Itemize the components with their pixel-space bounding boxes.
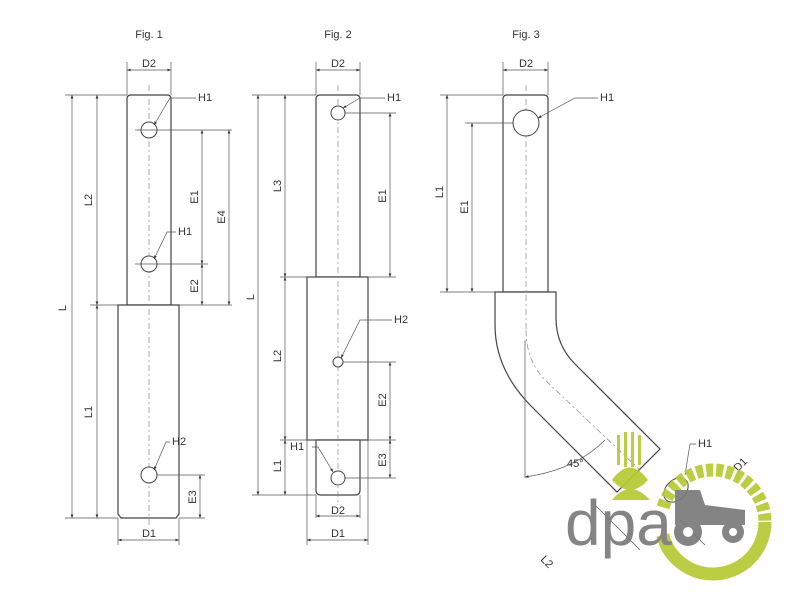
figure-2: Fig. 2 D2 L L3 L2 L1 E1 E2 E3 D2 D1: [245, 29, 408, 545]
dim-label-e2: E2: [189, 279, 201, 292]
dim-label-e3: E3: [377, 453, 389, 466]
dim-label-l1: L1: [434, 186, 446, 198]
figure-title: Fig. 1: [135, 29, 163, 41]
hole-h2: [332, 356, 344, 368]
wheat-icon: [612, 432, 650, 500]
hole-h1: [512, 109, 540, 137]
dim-label-d2: D2: [331, 58, 345, 70]
dim-label-d2: D2: [519, 58, 533, 70]
leader-label-h1: H1: [178, 226, 192, 238]
leader-label-h1: H1: [698, 438, 712, 450]
dim-label-e4: E4: [216, 210, 228, 223]
figure-1: Fig. 1 D2 L L2 L1 E1 E4 E2 E3 D1 H1 H1: [57, 29, 232, 545]
pin-upper-shaft: [502, 94, 549, 293]
dpa-logo: dpa: [565, 432, 772, 581]
leader-label-h1: H1: [198, 92, 212, 104]
leader-label-h2: H2: [172, 436, 186, 448]
leader-label-h1: H1: [290, 441, 304, 453]
dim-label-e3: E3: [187, 490, 199, 503]
pin-lower-shaft: [117, 304, 180, 519]
dim-label-d2: D2: [331, 505, 345, 517]
dim-label-l: L: [245, 294, 257, 300]
figure-title: Fig. 3: [512, 29, 540, 41]
hole-h1: [330, 105, 346, 121]
dim-label-e2: E2: [377, 393, 389, 406]
dim-label-e1: E1: [189, 190, 201, 203]
gear-ring-icon: [654, 463, 772, 581]
dim-label-l2: L2: [272, 350, 284, 362]
angle-label: 45°: [567, 458, 584, 470]
dim-label-l1: L1: [83, 406, 95, 418]
dim-label-d2: D2: [142, 58, 156, 70]
leader-label-h1: H1: [387, 92, 401, 104]
dim-label-l2: L2: [538, 554, 555, 571]
dim-label-l1: L1: [272, 460, 284, 472]
dim-label-l2: L2: [83, 194, 95, 206]
dim-label-d1: D1: [331, 528, 345, 540]
leader-label-h2: H2: [394, 314, 408, 326]
figure-title: Fig. 2: [324, 29, 352, 41]
dim-label-l3: L3: [272, 180, 284, 192]
dim-label-e1: E1: [459, 200, 471, 213]
leader-label-h1: H1: [600, 92, 614, 104]
tractor-icon: [674, 490, 745, 546]
dim-label-l: L: [57, 305, 69, 311]
hole-h1: [330, 470, 346, 486]
dim-label-d1: D1: [142, 528, 156, 540]
dim-label-e1: E1: [377, 189, 389, 202]
logo-text: dpa: [565, 487, 672, 559]
